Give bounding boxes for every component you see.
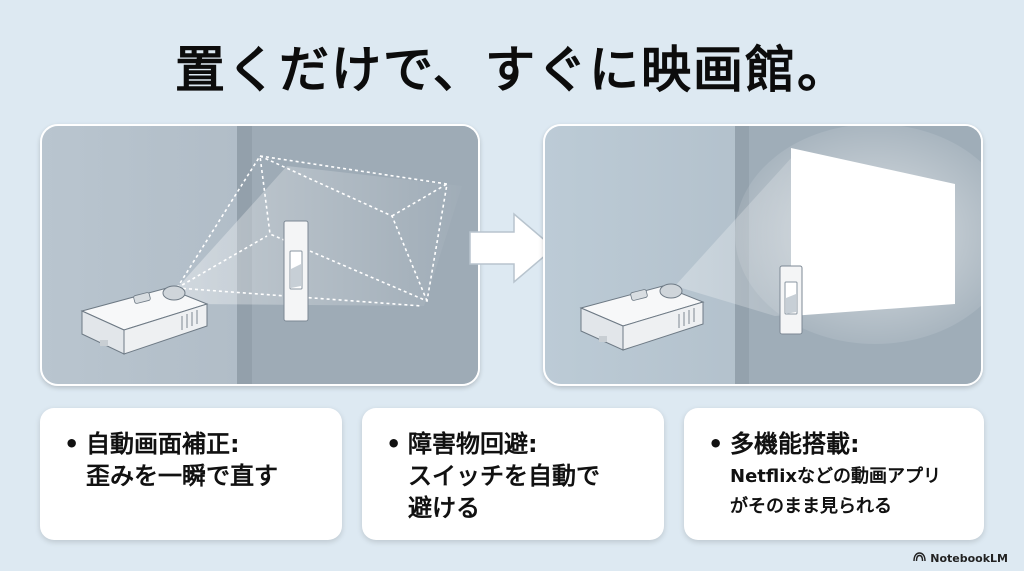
feature-desc-line-1: Netflixなどの動画アプリ (730, 466, 941, 487)
feature-heading-text: 障害物回避: (408, 430, 538, 458)
feature-heading: •障害物回避: (386, 428, 646, 460)
feature-heading: •多機能搭載: (708, 428, 966, 460)
brand-label: NotebookLM (930, 552, 1008, 565)
feature-card-obstacle-avoidance: •障害物回避: スイッチを自動で 避ける (362, 408, 664, 540)
feature-desc: 歪みを一瞬で直す (86, 462, 278, 490)
page-title: 置くだけで、すぐに映画館。 (175, 41, 849, 99)
notebooklm-logo-icon (913, 552, 926, 565)
before-illustration (40, 124, 480, 386)
feature-card-auto-correction: •自動画面補正: 歪みを一瞬で直す (40, 408, 342, 540)
feature-desc-line-2: 避ける (408, 494, 480, 522)
bullet: • (386, 430, 402, 458)
feature-desc-line-1: スイッチを自動で (408, 462, 600, 490)
bullet: • (708, 430, 724, 458)
feature-card-multi-function: •多機能搭載: Netflixなどの動画アプリ がそのまま見られる (684, 408, 984, 540)
feature-heading-text: 自動画面補正: (86, 430, 240, 458)
right-arrow-icon (466, 210, 558, 290)
feature-desc-line-2: がそのまま見られる (730, 496, 892, 517)
feature-heading: •自動画面補正: (64, 428, 324, 460)
brand-watermark: NotebookLM (913, 552, 1008, 565)
bullet: • (64, 430, 80, 458)
feature-heading-text: 多機能搭載: (730, 430, 860, 458)
after-illustration (543, 124, 983, 386)
